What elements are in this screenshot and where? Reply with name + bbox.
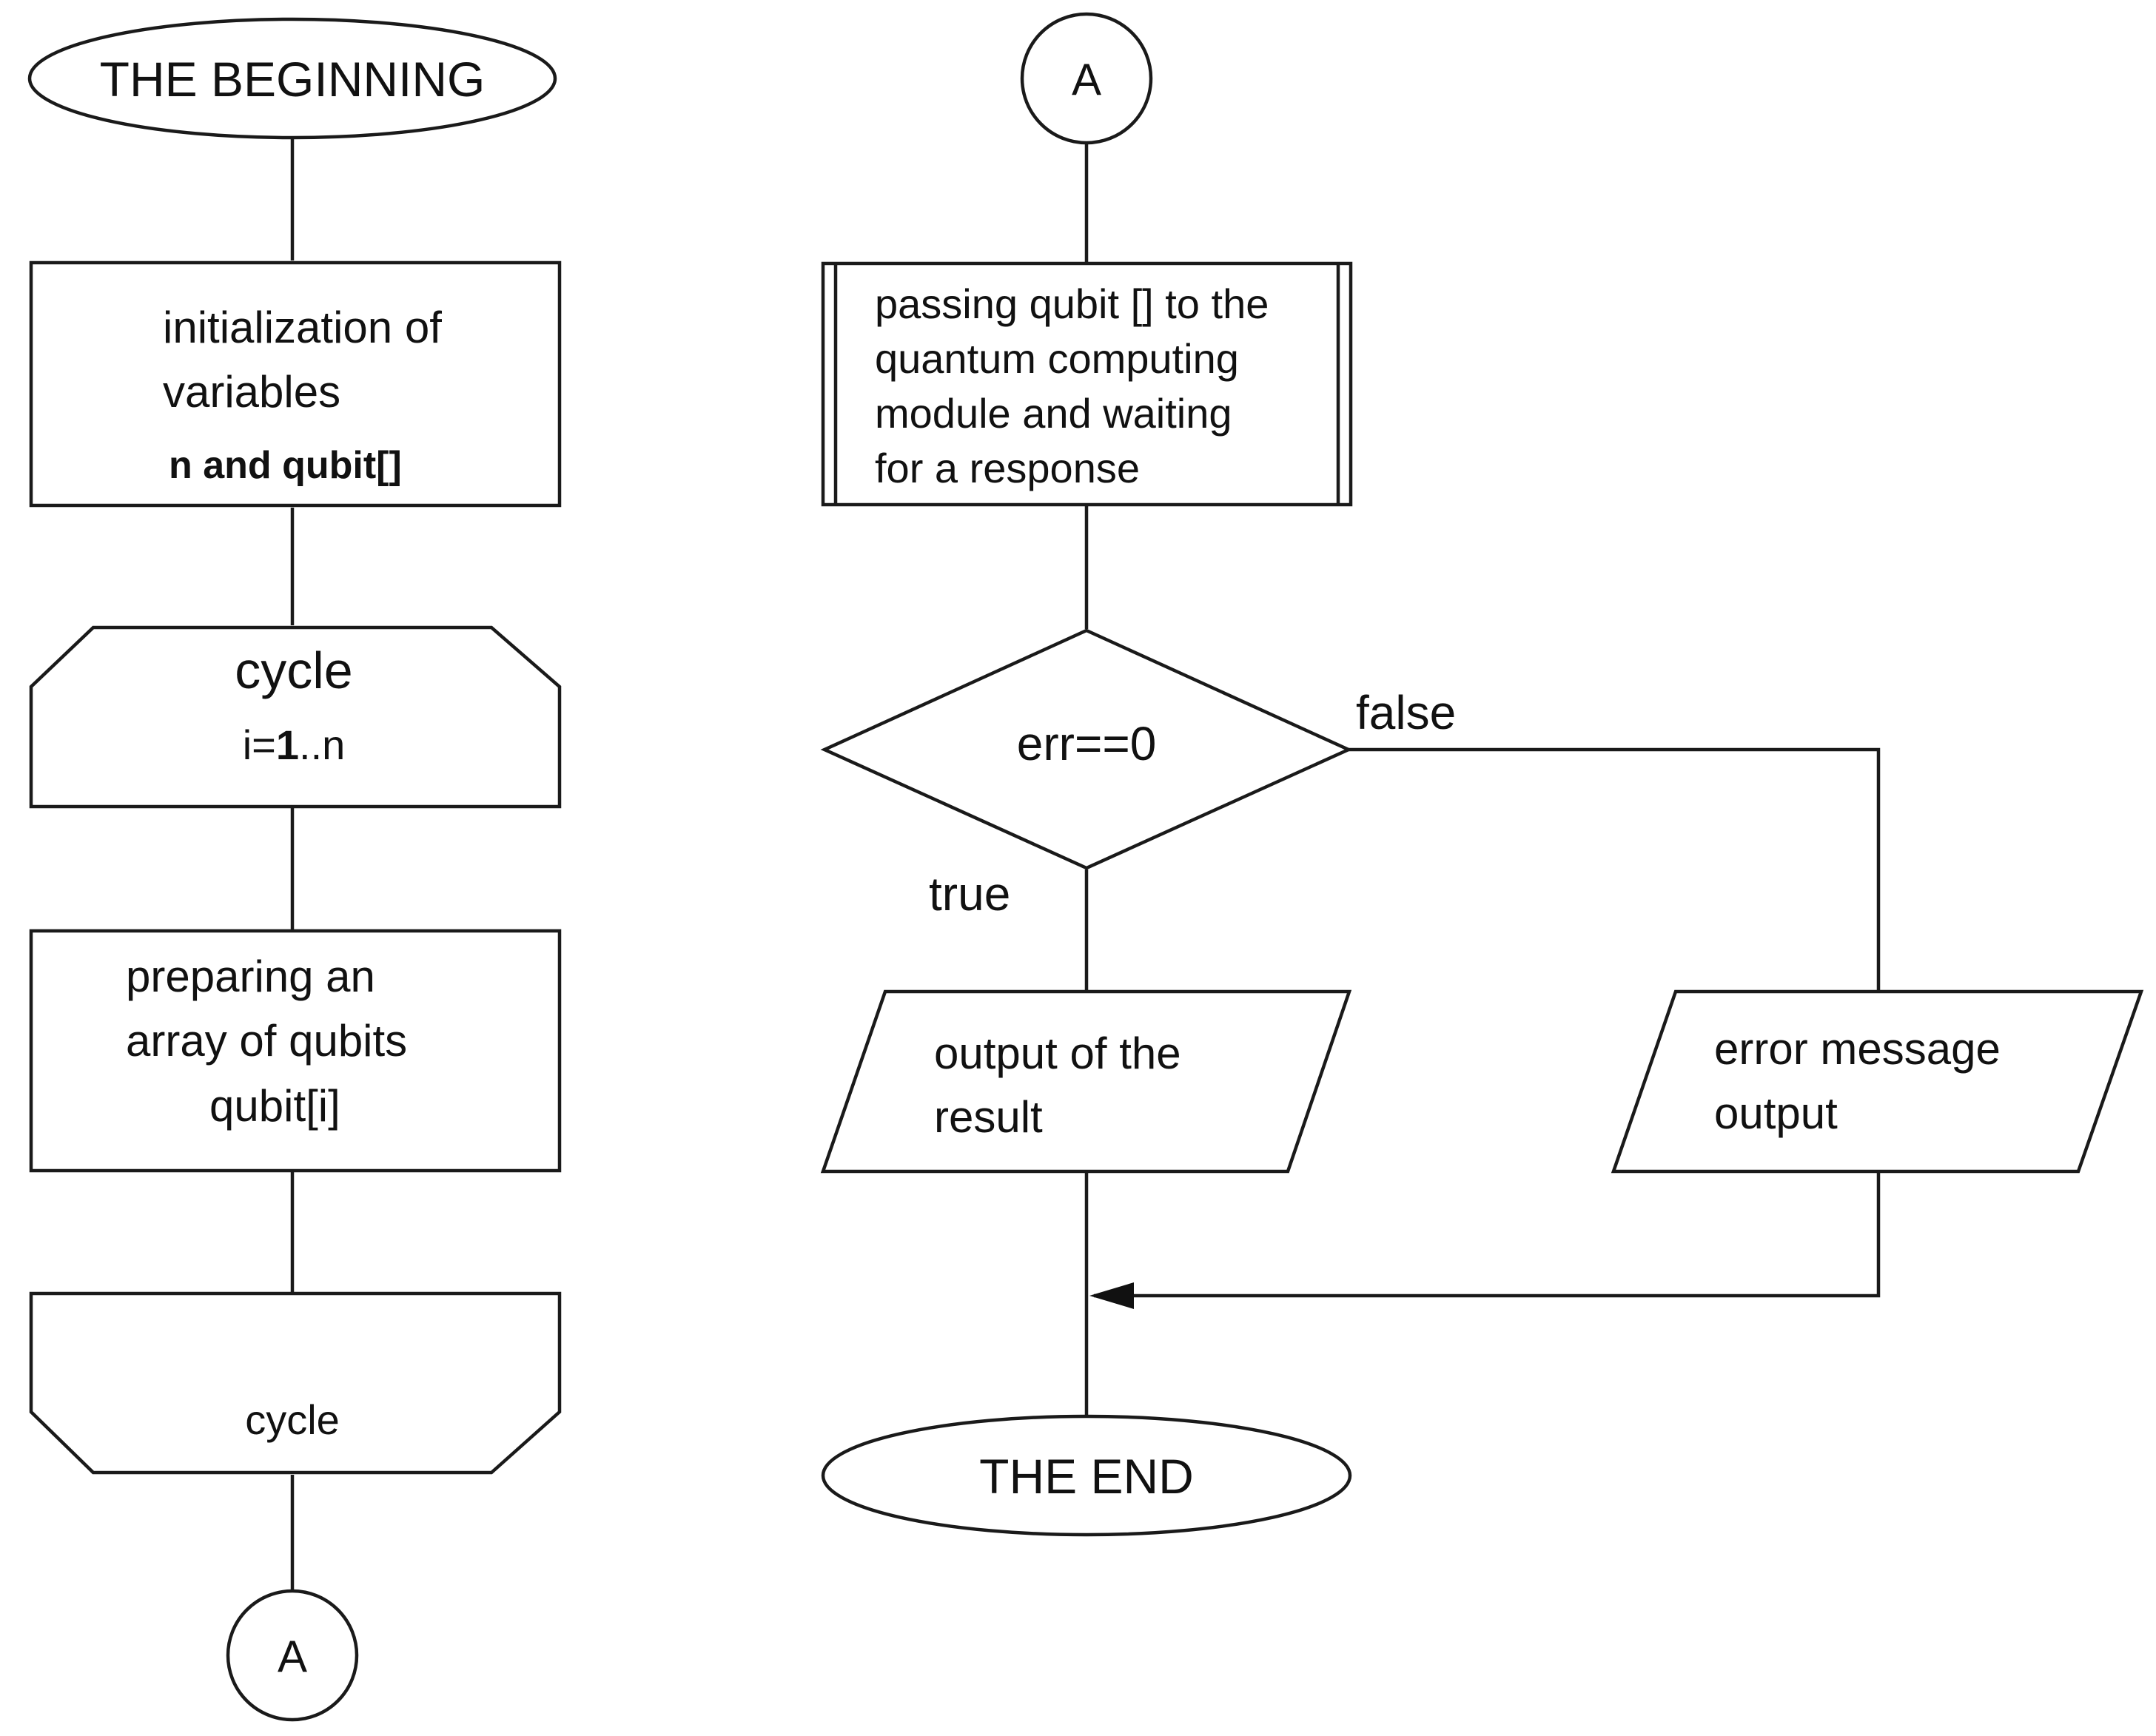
output-error-box: error message output (1611, 989, 2144, 1174)
decision-diamond: err==0 (820, 628, 1353, 870)
prepare-label-line-1: preparing an (126, 952, 375, 1001)
init-label-line-2: variables (163, 367, 340, 417)
output-error-line-1: error message (1714, 1024, 2001, 1074)
init-process-box: initialization of variables n and qubit[… (29, 260, 562, 508)
init-label-line-1: initialization of (163, 303, 442, 352)
subprocess-label-line-3: module and waiting (875, 390, 1232, 437)
output-result-line-2: result (934, 1092, 1043, 1142)
end-terminator: THE END (821, 1414, 1352, 1537)
loop-end-box: cycle (29, 1291, 562, 1475)
start-terminator: THE BEGINNING (27, 17, 557, 140)
output-error-line-2: output (1714, 1089, 1838, 1138)
subprocess-box: passing qubit [] to the quantum computin… (821, 261, 1353, 507)
end-label: THE END (979, 1449, 1194, 1504)
loop-start-box: cycle i=1..n (29, 625, 562, 809)
output-result-box: output of the result (820, 989, 1352, 1174)
connector-a-in-label: A (1072, 55, 1101, 104)
subprocess-label-line-2: quantum computing (875, 335, 1239, 382)
prepare-label-line-3: qubit[i] (209, 1081, 340, 1131)
loop-start-title: cycle (235, 642, 352, 699)
decision-false-label: false (1356, 686, 1456, 739)
connector-a-out-label: A (278, 1632, 307, 1681)
subprocess-label-line-1: passing qubit [] to the (875, 280, 1269, 327)
connector-line-decision-false-branch (1349, 747, 1881, 990)
prepare-process-box: preparing an array of qubits qubit[i] (29, 929, 562, 1173)
decision-label: err==0 (1017, 717, 1157, 770)
decision-true-label: true (929, 867, 1010, 921)
connector-a-out: A (226, 1589, 359, 1722)
output-result-line-1: output of the (934, 1029, 1181, 1078)
start-label: THE BEGINNING (100, 52, 486, 107)
connector-line-error-merge (1094, 1173, 1881, 1298)
init-label-line-3: n and qubit[] (169, 444, 402, 487)
loop-start-range: i=1..n (243, 721, 346, 768)
subprocess-label-line-4: for a response (875, 445, 1140, 491)
merge-arrowhead (1089, 1282, 1134, 1309)
prepare-label-line-2: array of qubits (126, 1016, 407, 1066)
connector-a-in: A (1020, 12, 1153, 145)
loop-end-label: cycle (245, 1396, 340, 1443)
